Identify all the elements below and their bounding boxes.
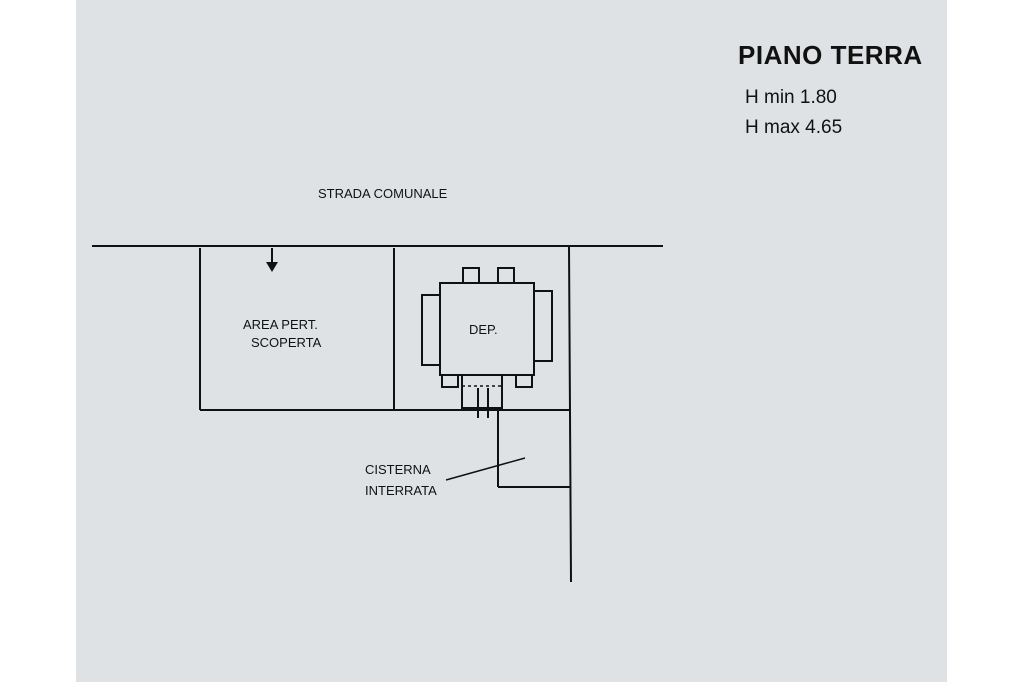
deposit-label: DEP. xyxy=(469,322,498,337)
entry-arrow-head xyxy=(266,262,278,272)
road-label: STRADA COMUNALE xyxy=(318,186,448,201)
cistern-label-line2: INTERRATA xyxy=(365,483,437,498)
deposit-top-box-left xyxy=(462,267,480,284)
cistern-leader-line xyxy=(445,457,526,481)
height-min-label: H min 1.80 xyxy=(745,87,837,108)
area-label-line2: SCOPERTA xyxy=(251,335,322,350)
deposit-bottom-box-right xyxy=(515,374,533,388)
height-max-label: H max 4.65 xyxy=(745,117,843,138)
floor-title: PIANO TERRA xyxy=(738,40,923,70)
deposit-entrance-block xyxy=(461,374,503,409)
drawing-sheet xyxy=(76,0,947,682)
deposit-left-wing xyxy=(421,294,441,366)
lot-right-boundary xyxy=(568,245,572,583)
deposit-top-box-right xyxy=(497,267,515,284)
cistern-label-line1: CISTERNA xyxy=(365,462,431,477)
area-label-line1: AREA PERT. xyxy=(243,317,318,332)
deposit-bottom-box-left xyxy=(441,374,459,388)
deposit-right-wing xyxy=(533,290,553,362)
